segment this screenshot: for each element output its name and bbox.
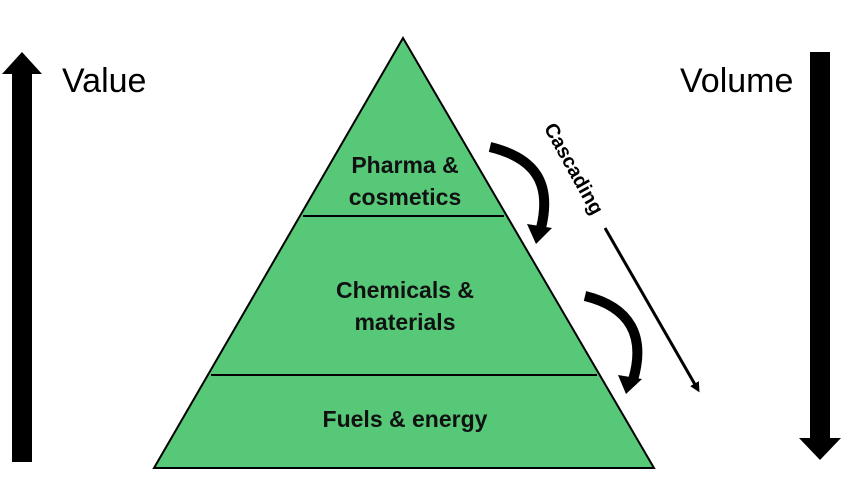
tier-label-line: Fuels & energy — [323, 406, 488, 432]
tier-label-line: Chemicals & — [336, 277, 474, 303]
volume-down-arrow — [799, 52, 841, 460]
tier-label-line: cosmetics — [349, 184, 462, 210]
value-label: Value — [62, 62, 146, 100]
volume-label: Volume — [680, 62, 793, 100]
tier-label-line: Pharma & — [351, 152, 458, 178]
value-up-arrow — [2, 52, 42, 462]
cascading-line-arrow — [603, 227, 700, 393]
tier-fuels-energy: Fuels & energy — [323, 406, 488, 432]
pyramid-triangle — [152, 36, 656, 469]
tier-chemicals-materials: Chemicals & materials — [336, 277, 474, 335]
cascading-label: Cascading — [539, 120, 607, 219]
curved-arrow-upper — [488, 142, 552, 244]
tier-label-line: materials — [354, 309, 455, 335]
pyramid — [152, 36, 656, 469]
curved-arrow-lower — [583, 291, 643, 394]
tier-pharma-cosmetics: Pharma & cosmetics — [349, 152, 462, 210]
